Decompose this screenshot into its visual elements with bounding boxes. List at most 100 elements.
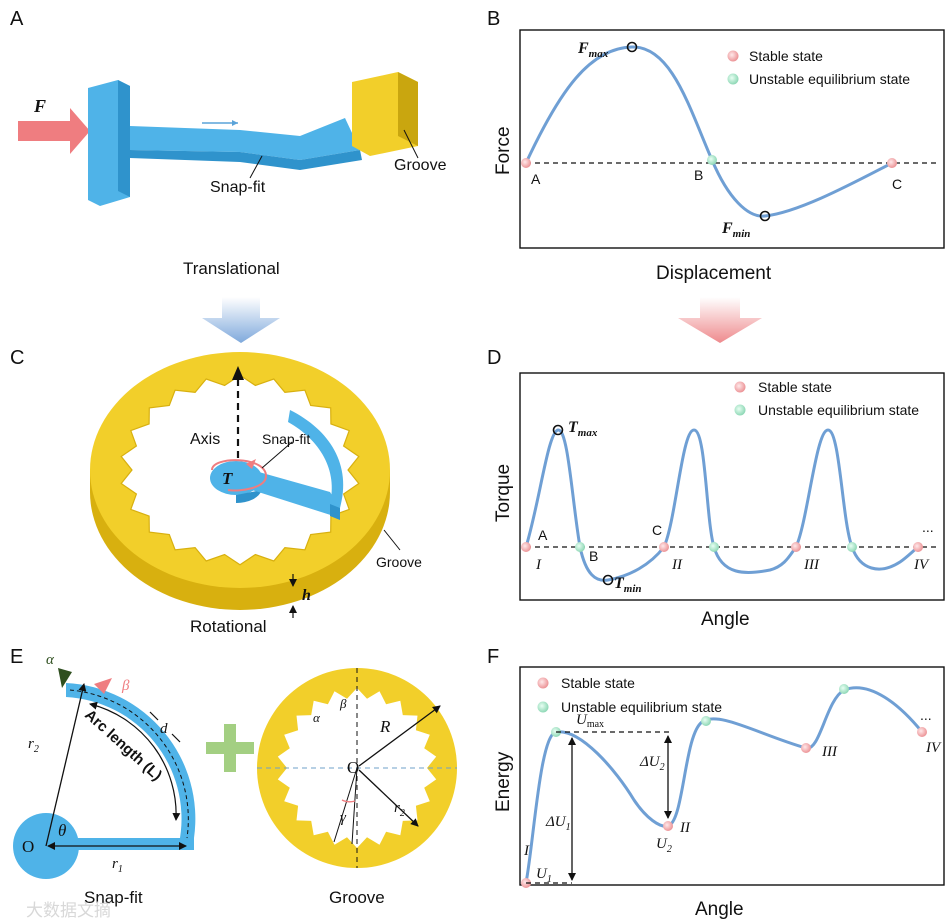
xlabel-displacement: Displacement bbox=[656, 263, 772, 284]
alpha-label-groove: α bbox=[313, 710, 321, 725]
R-line bbox=[358, 705, 441, 767]
unstable-point-d1 bbox=[575, 542, 585, 552]
panel-d: D Tmax Tmin A B C I II III IV ... Stable… bbox=[487, 347, 945, 630]
rotor-hub bbox=[210, 461, 262, 495]
roman-iv-f: IV bbox=[925, 740, 942, 756]
legend-stable-marker-f bbox=[537, 677, 549, 689]
fmin-label: Fmin bbox=[721, 220, 750, 240]
legend-unstable-b: Unstable equilibrium state bbox=[749, 71, 910, 87]
fmin-marker bbox=[759, 210, 771, 222]
ellipsis-f: ... bbox=[920, 707, 932, 723]
point-a-label-d: A bbox=[538, 527, 548, 543]
stable-point-f3 bbox=[801, 743, 811, 753]
snapfit-label-c: Snap-fit bbox=[262, 431, 310, 447]
caption-groove: Groove bbox=[329, 888, 385, 907]
hub-o-label: O bbox=[22, 837, 34, 856]
groove-o-label: O bbox=[347, 758, 359, 777]
panel-letter-e: E bbox=[10, 646, 23, 668]
legend-unstable-marker-d bbox=[734, 404, 746, 416]
caption-rotational: Rotational bbox=[190, 617, 267, 636]
beta-label-e: β bbox=[121, 678, 130, 694]
gamma-label: γ bbox=[340, 810, 347, 826]
panel-letter-d: D bbox=[487, 347, 501, 369]
torque-label: T bbox=[222, 469, 233, 488]
stable-point-d3 bbox=[791, 542, 801, 552]
transition-arrow-left bbox=[202, 297, 280, 343]
fmax-marker bbox=[626, 41, 638, 53]
delta-u1-label: ΔU1 bbox=[545, 814, 571, 833]
panel-f: F ΔU1 ΔU2 Umax U1 U2 I II III IV ... Sta… bbox=[487, 646, 945, 920]
r1-label-e: r1 bbox=[112, 856, 123, 875]
u2-label: U2 bbox=[656, 836, 672, 855]
watermark: 大数据文摘 bbox=[26, 901, 111, 921]
axis-label: Axis bbox=[190, 431, 220, 448]
snap-fit-beam bbox=[130, 118, 360, 160]
point-b-label: B bbox=[694, 167, 703, 183]
transition-arrow-right bbox=[678, 297, 762, 343]
snapfit-arm bbox=[46, 838, 194, 850]
roman-iii-d: III bbox=[803, 557, 820, 573]
ylabel-energy: Energy bbox=[493, 751, 514, 812]
panel-letter-b: B bbox=[487, 8, 500, 30]
delta-u2-label: ΔU2 bbox=[639, 754, 665, 773]
torque-plot-frame bbox=[519, 372, 945, 601]
stable-point-d1 bbox=[521, 542, 531, 552]
legend-stable-marker-d bbox=[734, 381, 746, 393]
groove-label-c: Groove bbox=[376, 554, 422, 570]
tmin-marker bbox=[602, 574, 614, 586]
torque-curve bbox=[524, 428, 920, 582]
snapfit-label-a: Snap-fit bbox=[210, 179, 266, 196]
alpha-arrow bbox=[58, 668, 72, 688]
point-c-label: C bbox=[892, 176, 902, 192]
tmax-label: Tmax bbox=[568, 419, 598, 439]
roman-i-f: I bbox=[523, 843, 530, 859]
roman-iii-f: III bbox=[821, 744, 838, 760]
theta-label: θ bbox=[58, 821, 66, 840]
legend-stable-f: Stable state bbox=[561, 675, 635, 691]
legend-stable-b: Stable state bbox=[749, 48, 823, 64]
point-b-label-d: B bbox=[589, 548, 598, 564]
legend-unstable-marker-f bbox=[537, 701, 549, 713]
panel-e: E α β r2 r1 Arc length (L) d θ O Snap-fi… bbox=[10, 646, 457, 907]
caption-translational: Translational bbox=[183, 259, 280, 278]
u1-label: U1 bbox=[536, 866, 552, 885]
alpha-label-e: α bbox=[46, 652, 55, 668]
panel-b: B Fmax Fmin A B C Stable state Unstable … bbox=[487, 8, 945, 284]
ylabel-force: Force bbox=[493, 126, 514, 175]
stable-point-f4 bbox=[917, 727, 927, 737]
panel-c: C Axis T Snap-fit Groove h Rotational bbox=[10, 347, 422, 636]
legend-unstable-d: Unstable equilibrium state bbox=[758, 402, 919, 418]
caption-snapfit: Snap-fit bbox=[84, 888, 143, 907]
beta-label-groove: β bbox=[339, 696, 347, 711]
beta-arrow bbox=[94, 678, 112, 694]
force-label: F bbox=[33, 96, 46, 116]
snap-fit-arc bbox=[288, 410, 344, 508]
R-label: R bbox=[379, 717, 391, 736]
r2-label-e: r2 bbox=[28, 736, 39, 755]
d-label: d bbox=[160, 721, 168, 737]
force-arrow bbox=[18, 108, 90, 154]
ylabel-torque: Torque bbox=[493, 464, 514, 522]
legend-unstable-f: Unstable equilibrium state bbox=[561, 699, 722, 715]
roman-iv-d: IV bbox=[913, 557, 930, 573]
legend-stable-d: Stable state bbox=[758, 379, 832, 395]
unstable-point-f3 bbox=[839, 684, 849, 694]
unstable-point-d3 bbox=[847, 542, 857, 552]
energy-plot-frame bbox=[519, 666, 945, 886]
arc-length-arrow bbox=[89, 701, 181, 821]
unstable-point-f2 bbox=[701, 716, 711, 726]
r2-line-groove bbox=[358, 769, 419, 827]
h-label: h bbox=[302, 587, 311, 604]
rotor-arm bbox=[252, 470, 340, 518]
point-c-label-d: C bbox=[652, 522, 662, 538]
groove-label-a: Groove bbox=[394, 157, 447, 174]
stable-point-f2 bbox=[663, 821, 673, 831]
ellipsis-d: ... bbox=[922, 519, 934, 535]
unstable-point-d2 bbox=[709, 542, 719, 552]
roman-ii-d: II bbox=[671, 557, 683, 573]
legend-unstable-marker bbox=[727, 73, 739, 85]
force-curve bbox=[524, 45, 894, 218]
unstable-point-b bbox=[707, 155, 717, 165]
panel-letter-a: A bbox=[10, 8, 24, 30]
